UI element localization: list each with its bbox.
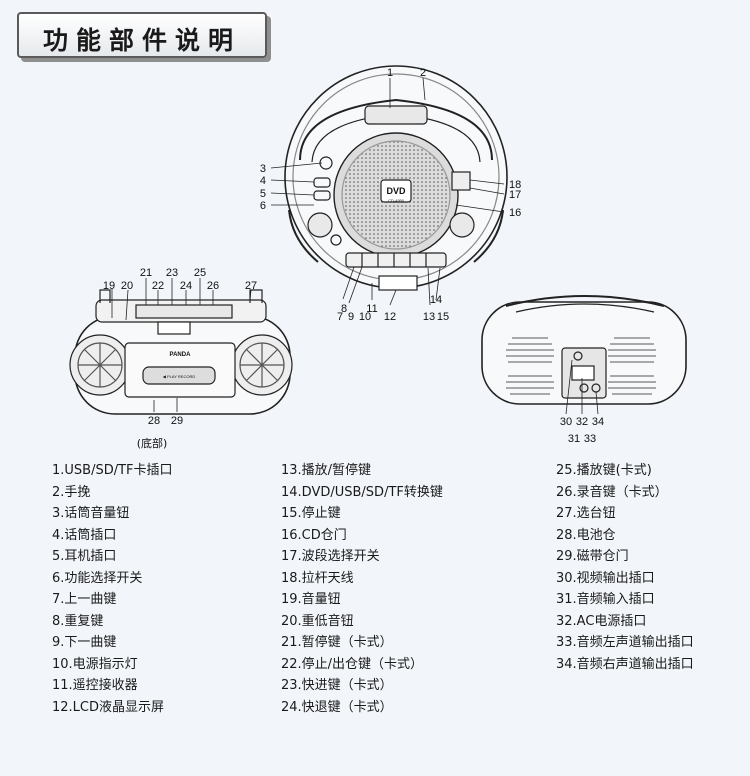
legend-item: 2.手挽 <box>52 484 91 500</box>
callout-33: 33 <box>584 433 596 445</box>
legend-item: 21.暂停键（卡式） <box>281 635 393 650</box>
legend-column-2: 13.播放/暂停键 14.DVD/USB/SD/TF转换键 15.停止键 16.… <box>281 460 443 718</box>
legend-item: 7.上一曲键 <box>52 592 117 607</box>
legend-item: 28.电池仓 <box>556 527 616 543</box>
callout-9: 9 <box>348 311 354 323</box>
legend-column-1: 1.USB/SD/TF卡插口 2.手挽 3.话筒音量钮 4.话筒插口 5.耳机插… <box>52 460 173 718</box>
legend-item: 24.快退键（卡式） <box>281 699 393 715</box>
dvd-sub-label: CD-4950 <box>388 198 405 203</box>
brand-label: PANDA <box>170 352 192 358</box>
callout-4: 4 <box>260 175 266 187</box>
legend-item: 3.话筒音量钮 <box>52 506 130 521</box>
callout-23: 23 <box>166 267 178 279</box>
legend-item: 19.音量钮 <box>281 592 341 607</box>
top-view-device <box>284 65 508 291</box>
callout-3: 3 <box>260 163 266 175</box>
callout-15: 15 <box>437 311 449 323</box>
rear-view-leaders <box>565 359 599 415</box>
legend-item: 4.话筒插口 <box>52 527 117 543</box>
legend-item: 10.电源指示灯 <box>52 656 138 672</box>
legend-item: 29.磁带仓门 <box>556 549 629 564</box>
callout-28: 28 <box>148 415 160 427</box>
callout-21: 21 <box>140 267 152 279</box>
legend-item: 14.DVD/USB/SD/TF转换键 <box>281 484 443 500</box>
legend-item: 26.录音键（卡式） <box>556 484 668 500</box>
legend-item: 18.拉杆天线 <box>281 570 354 586</box>
callout-6: 6 <box>260 200 266 212</box>
legend-item: 34.音频右声道输出插口 <box>556 656 694 672</box>
bottom-label: (底部) <box>137 436 168 450</box>
device-diagram: DVD CD-4950 PAND <box>69 65 687 450</box>
legend-item: 6.功能选择开关 <box>52 570 143 586</box>
legend-item: 16.CD仓门 <box>281 527 347 543</box>
callout-11: 11 <box>366 303 377 315</box>
legend-item: 9.下一曲键 <box>52 635 117 650</box>
callout-19: 19 <box>103 280 115 292</box>
legend-item: 25.播放键(卡式) <box>556 463 652 478</box>
callout-24: 24 <box>180 280 192 292</box>
legend-item: 11.遥控接收器 <box>52 678 138 693</box>
legend-item: 8.重复键 <box>52 613 104 629</box>
legend-item: 22.停止/出仓键（卡式） <box>281 656 424 672</box>
callout-16: 16 <box>509 207 521 219</box>
legend-item: 17.波段选择开关 <box>281 549 380 564</box>
callout-25: 25 <box>194 267 206 279</box>
callout-20: 20 <box>121 280 133 292</box>
legend-item: 12.LCD液晶显示屏 <box>52 699 165 715</box>
title-box: 功能部件说明 <box>17 12 267 58</box>
legend-item: 5.耳机插口 <box>52 549 117 564</box>
top-view-leaders <box>270 77 505 306</box>
front-view-device <box>69 289 293 415</box>
callout-5: 5 <box>260 188 266 200</box>
callout-30: 30 <box>560 416 572 428</box>
legend-item: 27.选台钮 <box>556 506 616 521</box>
legend-item: 13.播放/暂停键 <box>281 463 372 478</box>
legend-item: 15.停止键 <box>281 506 341 521</box>
callout-27: 27 <box>245 280 257 292</box>
legend-item: 32.AC电源插口 <box>556 613 647 629</box>
callout-29: 29 <box>171 415 183 427</box>
callout-22: 22 <box>152 280 164 292</box>
callout-2: 2 <box>420 67 426 79</box>
callout-7: 7 <box>337 311 343 323</box>
callout-26: 26 <box>207 280 219 292</box>
legend-item: 31.音频输入插口 <box>556 592 655 607</box>
callout-10: 10 <box>359 311 371 323</box>
callout-34: 34 <box>592 416 604 428</box>
callout-12: 12 <box>384 311 396 323</box>
callout-13: 13 <box>423 311 435 323</box>
legend-item: 1.USB/SD/TF卡插口 <box>52 463 173 478</box>
dvd-logo: DVD <box>386 186 406 196</box>
callout-18: 18 <box>509 179 521 191</box>
legend-item: 23.快进键（卡式） <box>281 678 393 693</box>
callout-31: 31 <box>568 433 580 445</box>
rear-view-device <box>481 295 687 405</box>
legend-item: 33.音频左声道输出插口 <box>556 635 694 650</box>
cassette-label: ◀ PLAY RECORD <box>163 374 196 379</box>
callout-32: 32 <box>576 416 588 428</box>
callout-8: 8 <box>341 303 347 315</box>
callout-14: 14 <box>430 294 442 306</box>
legend-item: 20.重低音钮 <box>281 613 354 629</box>
legend-column-3: 25.播放键(卡式) 26.录音键（卡式） 27.选台钮 28.电池仓 29.磁… <box>556 460 694 675</box>
page-title: 功能部件说明 <box>42 26 241 55</box>
callout-1: 1 <box>387 67 393 79</box>
legend-item: 30.视频输出插口 <box>556 570 655 586</box>
callout-17: 17 <box>509 189 521 201</box>
front-view-leaders <box>111 278 252 412</box>
callout-numbers: 1 2 3 4 5 6 7 8 9 10 11 12 13 14 15 16 1… <box>103 67 604 445</box>
